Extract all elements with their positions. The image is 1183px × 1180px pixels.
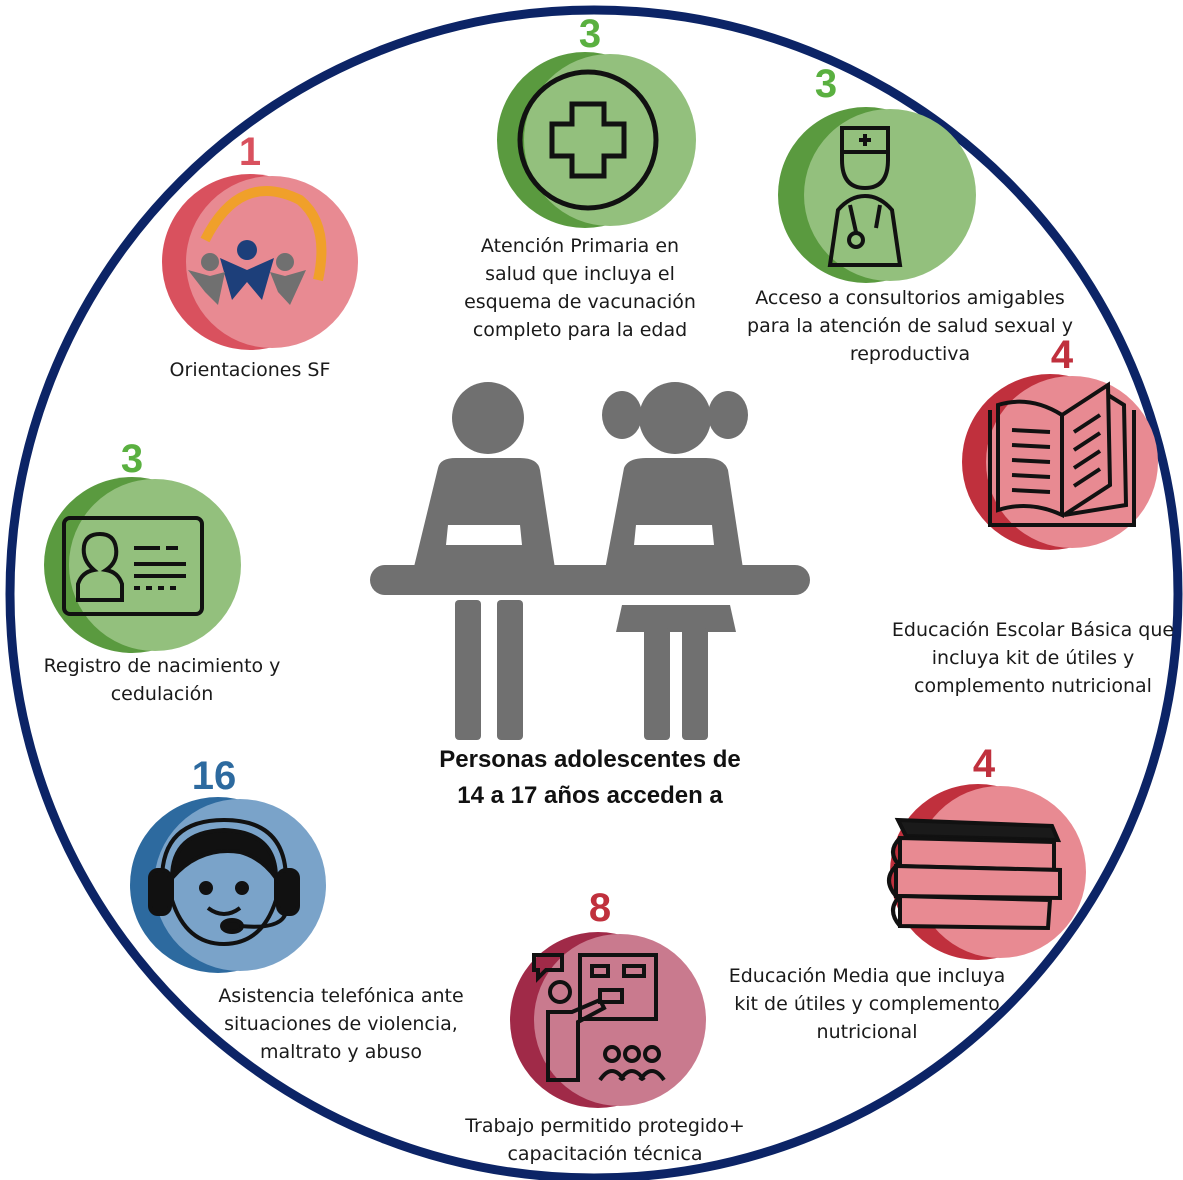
- label-educacion-media: Educación Media que incluya kit de útile…: [722, 962, 1012, 1046]
- center-title-line2: 14 a 17 años acceden a: [457, 782, 723, 809]
- headset-operator-icon: [148, 817, 300, 947]
- label-line: Educación Escolar Básica que: [891, 619, 1175, 641]
- count-consultorios: 3: [814, 62, 838, 106]
- label-consultorios: Acceso a consultorios amigables para la …: [740, 284, 1080, 368]
- label-atencion-primaria: Atención Primaria en salud que incluya e…: [440, 232, 720, 344]
- item-orientaciones-circle: [162, 174, 358, 350]
- label-line: completo para la edad: [472, 319, 688, 341]
- label-line: esquema de vacunación: [464, 291, 696, 313]
- doctor-icon: [827, 126, 903, 267]
- open-book-icon: [988, 381, 1136, 527]
- label-line: nutricional: [816, 1021, 918, 1043]
- count-educacion-basica: 4: [1050, 333, 1074, 377]
- label-line: incluya kit de útiles y: [931, 647, 1135, 669]
- people-icon: [188, 186, 327, 305]
- count-atencion-primaria: 3: [578, 12, 602, 56]
- teacher-presentation-icon: [532, 953, 666, 1082]
- center-title: Personas adolescentes de 14 a 17 años ac…: [380, 742, 800, 814]
- label-line: salud que incluya el: [485, 263, 675, 285]
- item-atencion-primaria-circle: [497, 52, 696, 228]
- count-trabajo: 8: [588, 886, 612, 930]
- count-orientaciones: 1: [238, 130, 262, 174]
- center-title-line1: Personas adolescentes de: [439, 746, 741, 773]
- adolescents-at-table-illustration: [370, 382, 810, 740]
- label-line: kit de útiles y complemento: [734, 993, 1000, 1015]
- label-line: maltrato y abuso: [259, 1041, 422, 1063]
- count-asistencia: 16: [191, 754, 237, 798]
- label-line: Trabajo permitido protegido+: [465, 1115, 745, 1137]
- label-line: Atención Primaria en: [480, 235, 680, 257]
- item-asistencia-circle: [130, 797, 326, 973]
- books-stack-icon: [887, 817, 1062, 931]
- label-line: Educación Media que incluya: [728, 965, 1006, 987]
- item-educacion-basica-circle: [962, 374, 1158, 550]
- label-registro: Registro de nacimiento y cedulación: [36, 652, 288, 708]
- item-registro-circle: [44, 477, 241, 653]
- item-consultorios-circle: [778, 107, 976, 283]
- label-line: cedulación: [110, 683, 214, 705]
- label-orientaciones: Orientaciones SF: [150, 356, 350, 384]
- medical-cross-icon: [517, 69, 659, 211]
- label-line: Asistencia telefónica ante: [218, 985, 464, 1007]
- label-line: Acceso a consultorios amigables: [755, 287, 1065, 309]
- label-line: capacitación técnica: [507, 1143, 703, 1165]
- label-line: Registro de nacimiento y: [43, 655, 281, 677]
- label-line: para la atención de salud sexual y: [747, 315, 1073, 337]
- label-line: situaciones de violencia,: [224, 1013, 458, 1035]
- count-registro: 3: [120, 437, 144, 481]
- item-educacion-media-circle: [887, 784, 1086, 960]
- label-line: reproductiva: [849, 343, 971, 365]
- label-line: Orientaciones SF: [169, 359, 331, 381]
- count-educacion-media: 4: [972, 742, 996, 786]
- label-asistencia: Asistencia telefónica ante situaciones d…: [206, 982, 476, 1066]
- label-educacion-basica: Educación Escolar Básica que incluya kit…: [888, 616, 1178, 700]
- label-line: complemento nutricional: [914, 675, 1152, 697]
- id-card-icon: [62, 516, 204, 616]
- outer-ring: [5, 5, 1183, 1180]
- item-trabajo-circle: [510, 932, 706, 1108]
- label-trabajo: Trabajo permitido protegido+ capacitació…: [450, 1112, 760, 1168]
